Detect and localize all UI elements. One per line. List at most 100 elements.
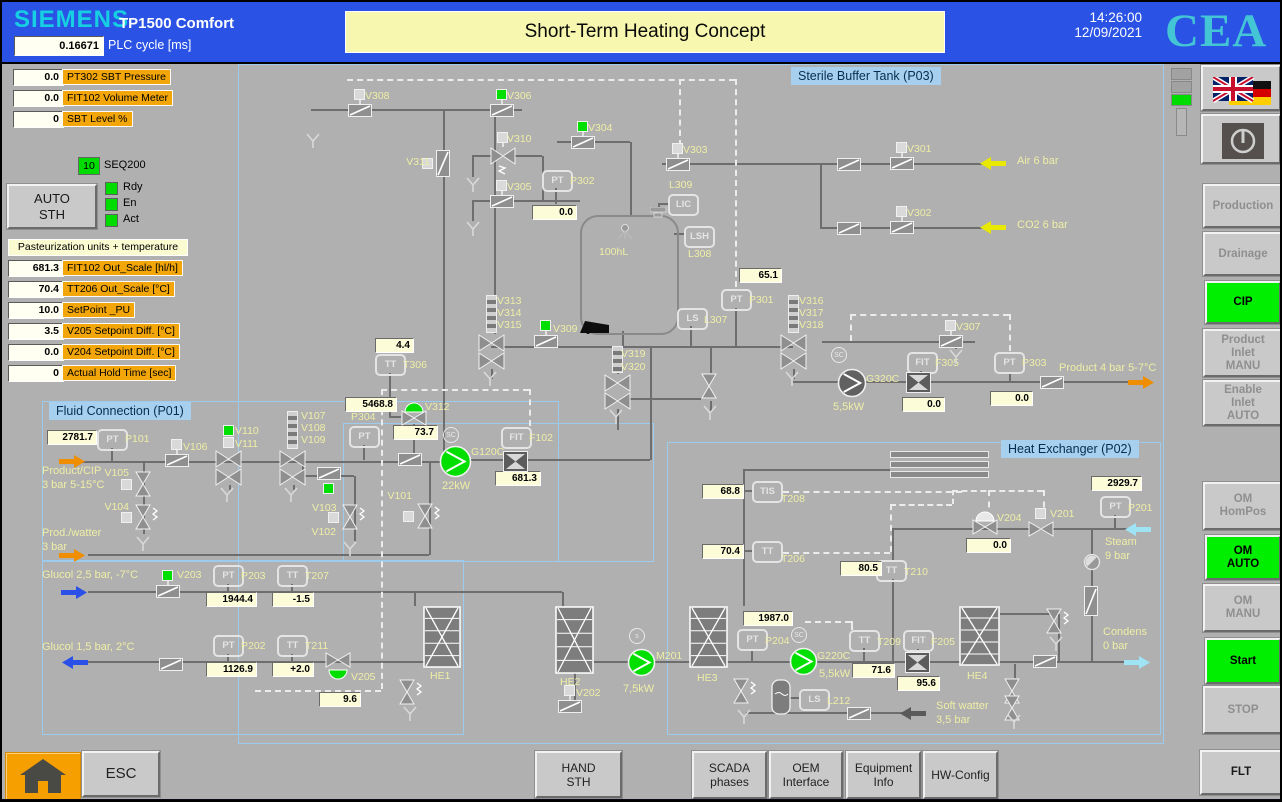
instrument-PT-P201[interactable]: PT xyxy=(1100,496,1131,518)
nav-button-hw-config[interactable]: HW-Config xyxy=(923,751,998,799)
valve-V203[interactable] xyxy=(156,585,180,603)
valve-V303[interactable] xyxy=(666,158,690,176)
instrument-PT-P204[interactable]: PT xyxy=(737,629,768,651)
valve-V301[interactable] xyxy=(890,157,914,175)
instrument-LS-L307[interactable]: LS xyxy=(677,308,708,330)
valve-V309[interactable] xyxy=(534,335,558,353)
control-dashed-line xyxy=(783,491,962,493)
instrument-tagname: T206 xyxy=(781,553,805,565)
pipe-line xyxy=(892,528,1130,530)
section-label: Fluid Connection (P01) xyxy=(49,402,191,420)
instrument-PT-P203[interactable]: PT xyxy=(213,565,244,587)
instrument-TT-T211[interactable]: TT xyxy=(277,635,308,657)
valve-V305[interactable] xyxy=(490,195,514,213)
pump-G220C[interactable] xyxy=(789,647,818,681)
valve-V107-V109[interactable] xyxy=(279,450,306,491)
valve-V106[interactable] xyxy=(165,454,189,472)
process-value: 9.6 xyxy=(319,692,361,707)
instrument-FIT-F305[interactable]: FIT xyxy=(907,352,938,374)
instrument-PT-P202[interactable]: PT xyxy=(213,635,244,657)
valve-check-g120c[interactable] xyxy=(398,453,422,471)
valve-check-condens[interactable] xyxy=(1033,655,1057,673)
valve-V110-V111[interactable] xyxy=(215,450,242,491)
valve-actuator-icon xyxy=(171,439,182,450)
heat-exchanger-HE4[interactable] xyxy=(959,606,1000,671)
pump-M201[interactable] xyxy=(627,648,656,682)
valve-V306[interactable] xyxy=(490,104,514,122)
buffer-tank[interactable] xyxy=(580,215,679,335)
instrument-TT-T206[interactable]: TT xyxy=(752,541,783,563)
home-button[interactable] xyxy=(5,752,81,800)
valve-relief-condens[interactable] xyxy=(1046,608,1070,640)
valve-V313-V315[interactable] xyxy=(478,334,505,375)
mode-button-cip[interactable]: CIP xyxy=(1205,281,1280,324)
valve-V302[interactable] xyxy=(890,221,914,239)
valve-V308[interactable] xyxy=(348,104,372,122)
instrument-TT-T207[interactable]: TT xyxy=(277,565,308,587)
valve-check-softwater[interactable] xyxy=(847,707,871,725)
valve-V319-V320[interactable] xyxy=(604,374,631,415)
instrument-PT-P304[interactable]: PT xyxy=(349,426,380,448)
instrument-LSH-L308[interactable]: LSH xyxy=(684,226,715,248)
esc-button[interactable]: ESC xyxy=(82,751,160,797)
instrument-PT-P302[interactable]: PT xyxy=(542,170,573,192)
valve-vent-tank[interactable] xyxy=(701,373,725,405)
valve-V311[interactable] xyxy=(436,150,450,182)
heat-exchanger-HE1[interactable] xyxy=(423,606,461,673)
valve-relief-he3[interactable] xyxy=(733,678,757,710)
instrument-TT-T209[interactable]: TT xyxy=(849,630,880,652)
valve-relief-he1[interactable] xyxy=(399,679,423,711)
instrument-PT-P101[interactable]: PT xyxy=(97,429,128,451)
valve-V104[interactable] xyxy=(135,504,159,536)
valve-check-co2[interactable] xyxy=(837,222,861,240)
instrument-PT-P301[interactable]: PT xyxy=(721,289,752,311)
mode-button-stop[interactable]: STOP xyxy=(1203,686,1280,734)
valve-V204[interactable] xyxy=(972,519,998,540)
valve-V310[interactable] xyxy=(490,147,516,182)
valve-check-glucol[interactable] xyxy=(159,658,183,676)
valve-check-air[interactable] xyxy=(837,158,861,176)
instrument-FIT-F102[interactable]: FIT xyxy=(501,427,532,449)
mode-button-flt[interactable]: FLT xyxy=(1200,750,1280,795)
heat-exchanger-HE2[interactable] xyxy=(555,606,594,679)
valve-V202[interactable] xyxy=(558,700,582,718)
valve-V102[interactable] xyxy=(342,504,366,536)
instrument-LS-L212[interactable]: LS xyxy=(799,689,830,711)
valve-V304[interactable] xyxy=(571,136,595,154)
instrument-FIT-F205[interactable]: FIT xyxy=(903,630,934,652)
holding-tube-bar xyxy=(890,461,989,468)
valve-V105[interactable] xyxy=(135,471,159,503)
mode-button-start[interactable]: Start xyxy=(1205,638,1280,684)
mode-button-drainage[interactable]: Drainage xyxy=(1203,232,1280,276)
valve-V307[interactable] xyxy=(939,335,963,353)
instrument-LIC-L309[interactable]: LIC xyxy=(668,194,699,216)
valve-V101[interactable] xyxy=(417,503,441,535)
instrument-PT-P303[interactable]: PT xyxy=(994,352,1025,374)
pump-G320C[interactable] xyxy=(837,368,867,403)
mode-button-production[interactable]: Production xyxy=(1203,184,1280,228)
pipe-line xyxy=(494,116,496,334)
power-button[interactable] xyxy=(1201,114,1280,164)
valve-check-product[interactable] xyxy=(1040,376,1064,394)
instrument-TT-T306[interactable]: TT xyxy=(375,354,406,376)
page-title: Short-Term Heating Concept xyxy=(345,11,945,53)
valve-V316-V318[interactable] xyxy=(780,334,807,375)
valve-V103[interactable] xyxy=(317,467,341,485)
valve-V312[interactable] xyxy=(401,410,427,431)
heat-exchanger-HE3[interactable] xyxy=(689,606,728,673)
valve-V201[interactable] xyxy=(1028,521,1054,542)
instrument-TIS-T208[interactable]: TIS xyxy=(752,481,783,503)
pump-G120C[interactable] xyxy=(439,445,472,483)
valve-V205[interactable] xyxy=(325,652,351,673)
language-button[interactable] xyxy=(1201,65,1280,111)
